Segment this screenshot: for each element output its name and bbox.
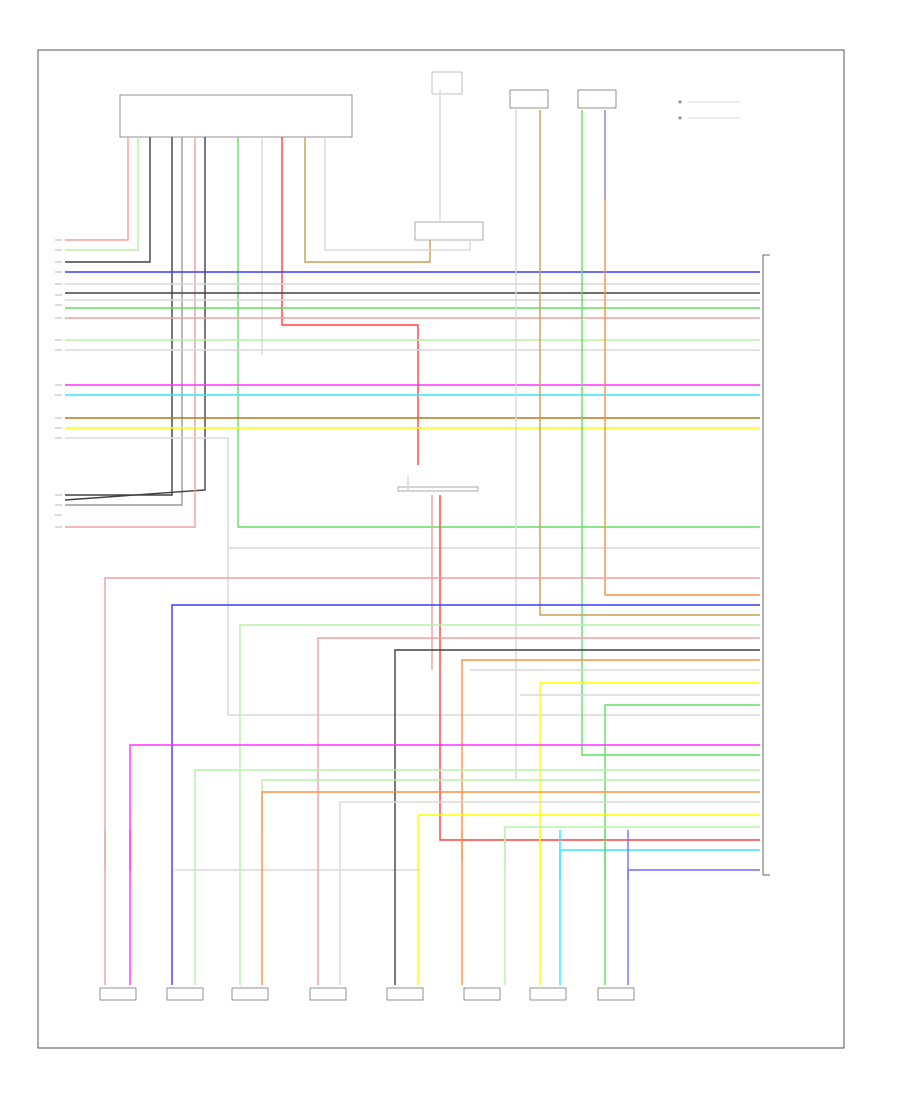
speaker-body <box>99 987 137 1001</box>
speaker-8 <box>597 987 635 1001</box>
top-connector <box>119 94 353 138</box>
wire-black-2 <box>65 137 173 496</box>
wire-harness <box>64 90 760 985</box>
speaker-2 <box>166 987 204 1001</box>
speaker-body <box>463 987 501 1001</box>
speaker-body <box>309 987 347 1001</box>
fan-magenta <box>129 744 760 870</box>
wire-gray-top <box>65 137 183 506</box>
fan-violet <box>627 869 760 880</box>
fan-orange <box>461 659 760 860</box>
wire-lightgreen-top <box>65 137 139 251</box>
fan-black <box>394 649 760 830</box>
legend <box>678 100 740 120</box>
rear-speaker-right <box>577 89 617 109</box>
speaker-6 <box>463 987 501 1001</box>
speaker-4 <box>309 987 347 1001</box>
speaker-body <box>529 987 567 1001</box>
fan-green-2 <box>604 704 760 880</box>
left-terminal-ticks <box>55 239 62 528</box>
speaker-7 <box>529 987 567 1001</box>
fan-orange-2 <box>261 791 760 830</box>
wire-pink-2 <box>65 137 196 528</box>
fan-yellow-2 <box>417 814 760 830</box>
wire-orange-right <box>604 110 760 596</box>
fan-cyan <box>559 849 760 880</box>
bottom-speakers <box>99 987 635 1001</box>
front-door-speaker-right <box>509 89 549 109</box>
speaker-body <box>386 987 424 1001</box>
wire-red-top <box>281 137 419 465</box>
wire-red-mid <box>439 495 760 841</box>
wire-black-top <box>65 137 151 263</box>
speaker-1 <box>99 987 137 1001</box>
speaker-body <box>166 987 204 1001</box>
junction-top <box>414 221 484 241</box>
wire-pink-top <box>65 137 129 241</box>
wire-tan-top <box>304 137 431 263</box>
speaker-body <box>231 987 269 1001</box>
wire-gray-3 <box>324 137 471 251</box>
fan-lightgreen <box>239 624 760 830</box>
diagram-frame <box>37 49 845 1049</box>
fan-pink-2 <box>317 637 760 830</box>
junction-mid <box>397 486 479 492</box>
fan-blue <box>171 604 760 830</box>
fan-lightgreen-2 <box>194 769 760 830</box>
fan-pink <box>104 577 760 870</box>
wire-green-right <box>581 110 760 756</box>
wire-tan-right <box>539 110 760 616</box>
fan-gray-2 <box>339 801 760 830</box>
speaker-5 <box>386 987 424 1001</box>
wire-green-top <box>237 137 760 528</box>
bus-gray-4 <box>65 437 760 716</box>
stereo-amplifier <box>762 254 770 876</box>
fan-green-3 <box>504 826 760 870</box>
speaker-body <box>597 987 635 1001</box>
wire-black-3 <box>64 137 206 501</box>
fan-lightgreen-3 <box>261 779 760 830</box>
front-tweeter-right <box>431 71 463 95</box>
speaker-3 <box>231 987 269 1001</box>
